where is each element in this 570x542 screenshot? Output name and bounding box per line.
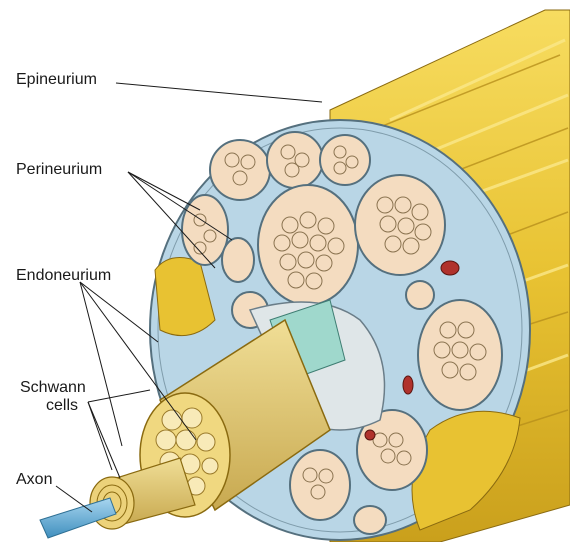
axon-label: Axon (16, 470, 52, 489)
schwann-cells-label-line2: cells (46, 396, 78, 415)
myelinated-axon (40, 458, 195, 538)
epineurium-label: Epineurium (16, 70, 97, 89)
schwann-cells-label-line1: Schwann (20, 378, 86, 397)
endoneurium-label: Endoneurium (16, 266, 111, 285)
perineurium-label: Perineurium (16, 160, 102, 179)
